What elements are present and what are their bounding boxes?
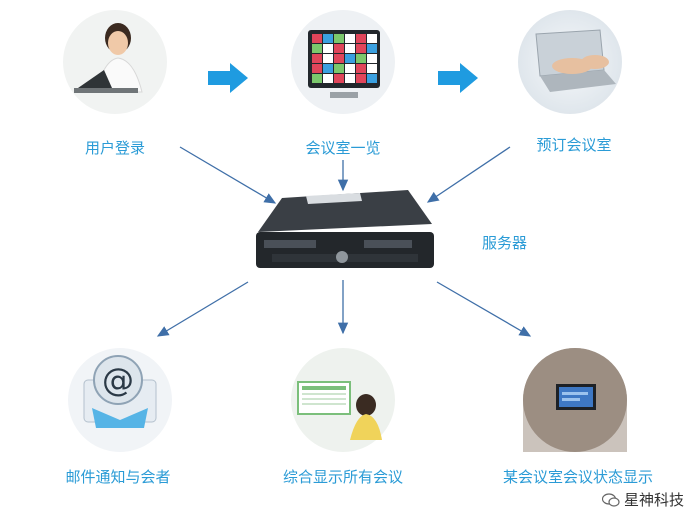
connector-server-mail [156, 281, 249, 337]
room-status-image [523, 348, 627, 452]
connector-login-server [179, 146, 277, 204]
user-login-image [63, 10, 167, 114]
display-all-image [291, 348, 395, 452]
label-room-status: 某会议室会议状态显示 [502, 468, 654, 486]
connector-server-status [436, 281, 532, 337]
label-display-all: 综合显示所有会议 [282, 468, 404, 486]
reserve-room-image [518, 10, 622, 114]
flow-arrow-1 [208, 63, 248, 93]
label-server: 服务器 [482, 234, 528, 252]
watermark: 星神科技 [601, 489, 684, 510]
label-reserve-room: 预订会议室 [536, 136, 612, 154]
connector-reserve-server [426, 146, 511, 203]
label-room-list: 会议室一览 [305, 139, 381, 157]
watermark-text: 星神科技 [623, 491, 684, 509]
label-mail-notify: 邮件通知与会者 [65, 468, 171, 486]
room-list-image [291, 10, 395, 114]
server-image [256, 190, 434, 268]
wechat-icon [601, 492, 620, 507]
flow-arrow-2 [438, 63, 478, 93]
label-user-login: 用户登录 [84, 139, 146, 157]
svg-text:@: @ [102, 361, 134, 399]
mail-notify-image: @ [68, 348, 172, 452]
